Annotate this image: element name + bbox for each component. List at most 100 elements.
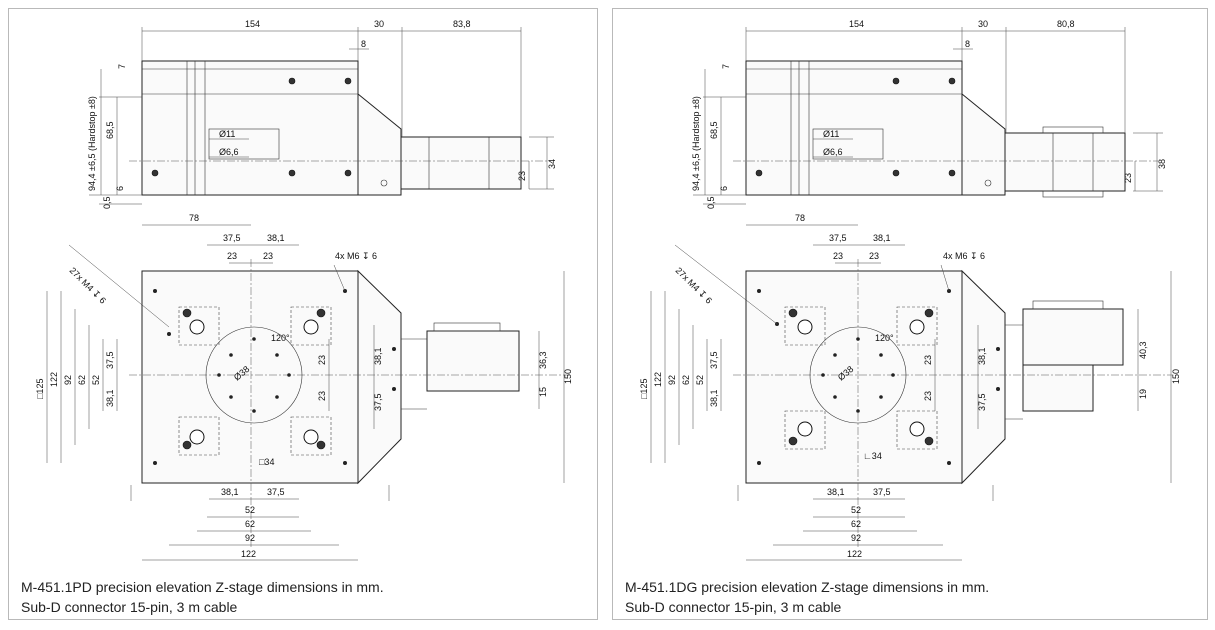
dim-connector-a: 40,3	[1138, 341, 1148, 359]
note-m6-threads: 4x M6 ↧ 6	[943, 251, 985, 261]
dim-motor-length: 80,8	[1057, 19, 1075, 29]
dim-38-1-left: 38,1	[105, 389, 115, 407]
dim-122-bottom: 122	[847, 549, 862, 559]
dim-38-1-top: 38,1	[873, 233, 891, 243]
dim-23-right-a: 23	[317, 355, 327, 365]
caption-line-2: Sub-D connector 15-pin, 3 m cable	[625, 599, 842, 615]
dim-52-bottom: 52	[851, 505, 861, 515]
caption-m451-1pd: M-451.1PD precision elevation Z-stage di…	[21, 577, 384, 617]
dim-37-5-top: 37,5	[829, 233, 847, 243]
dim-52-bottom: 52	[245, 505, 255, 515]
dim-square-125: □125	[639, 379, 649, 399]
dim-7: 7	[117, 64, 127, 69]
dim-62: 62	[77, 375, 87, 385]
dim-62-bottom: 62	[851, 519, 861, 529]
stage-body-side	[141, 60, 359, 196]
dim-23-side: 23	[1123, 173, 1133, 183]
dim-150: 150	[563, 369, 573, 384]
dim-travel: 94,4 ±6,5 (Hardstop ±8)	[87, 96, 97, 191]
dim-23-top-a: 23	[227, 251, 237, 261]
dim-38-1-bottom: 38,1	[827, 487, 845, 497]
gear-flange-top	[961, 269, 1006, 485]
dim-23-right-a: 23	[923, 355, 933, 365]
note-m4-threads: 27x M4 ↧ 6	[68, 265, 108, 305]
dim-motor-height: 34	[547, 159, 557, 169]
dim-connector-a: 36,3	[538, 351, 548, 369]
dim-122: 122	[653, 372, 663, 387]
dim-38-1-bottom: 38,1	[221, 487, 239, 497]
dim-122-bottom: 122	[241, 549, 256, 559]
motor-top	[426, 330, 520, 392]
dim-23-top-b: 23	[263, 251, 273, 261]
dim-92: 92	[667, 375, 677, 385]
dim-dia-6-6: Ø6,6	[823, 147, 843, 157]
dim-7: 7	[721, 64, 731, 69]
dim-37-5-bottom: 37,5	[873, 487, 891, 497]
panel-m451-1dg: 154 30 80,8 8 7 94,4 ±6,5 (Hardstop ±8) …	[612, 8, 1208, 620]
dim-travel: 94,4 ±6,5 (Hardstop ±8)	[691, 96, 701, 191]
dim-23-right-b: 23	[317, 391, 327, 401]
caption-m451-1dg: M-451.1DG precision elevation Z-stage di…	[625, 577, 989, 617]
dim-38-1-top: 38,1	[267, 233, 285, 243]
side-view: 154 30 80,8 8 7 94,4 ±6,5 (Hardstop ±8) …	[691, 19, 1167, 209]
dim-37-5-right: 37,5	[977, 393, 987, 411]
dim-122: 122	[49, 372, 59, 387]
dim-6: 6	[115, 186, 125, 191]
dim-92-bottom: 92	[245, 533, 255, 543]
caption-line-2: Sub-D connector 15-pin, 3 m cable	[21, 599, 238, 615]
dim-37-5-top: 37,5	[223, 233, 241, 243]
dim-square-34: ∟34	[863, 451, 882, 461]
dim-154-side: 154	[849, 19, 864, 29]
top-view: 78 37,5 38,1 23 23 4x M6 ↧ 6 27x M4 ↧ 6 …	[35, 213, 573, 561]
motor-side	[400, 136, 522, 190]
dim-23-top-b: 23	[869, 251, 879, 261]
note-m4-threads: 27x M4 ↧ 6	[674, 265, 714, 305]
gearhead-top	[1022, 308, 1124, 366]
dim-68-5: 68,5	[105, 121, 115, 139]
motor-housing	[357, 92, 402, 196]
dim-8: 8	[965, 39, 970, 49]
angle-120: 120°	[875, 333, 894, 343]
motor-side	[1004, 132, 1126, 192]
dim-92: 92	[63, 375, 73, 385]
dim-37-5-left: 37,5	[105, 351, 115, 369]
dim-62-bottom: 62	[245, 519, 255, 529]
caption-line-1: M-451.1DG precision elevation Z-stage di…	[625, 579, 990, 595]
dim-150: 150	[1171, 369, 1181, 384]
panel-m451-1pd: 154 30 83,8 8 7 94,4 ±6,5 (Hardstop ±8) …	[8, 8, 598, 620]
dim-52: 52	[91, 375, 101, 385]
note-m6-threads: 4x M6 ↧ 6	[335, 251, 377, 261]
dim-23-right-b: 23	[923, 391, 933, 401]
dim-motor-length: 83,8	[453, 19, 471, 29]
stage-body-side	[745, 60, 963, 196]
stage-body-top	[745, 270, 963, 484]
dim-38-1-right: 38,1	[977, 347, 987, 365]
dim-78: 78	[795, 213, 805, 223]
drawing-m451-1pd: 154 30 83,8 8 7 94,4 ±6,5 (Hardstop ±8) …	[35, 19, 573, 561]
dim-connector-b: 19	[1138, 389, 1148, 399]
dim-dia-11: Ø11	[823, 129, 839, 139]
dim-37-5-left: 37,5	[709, 351, 719, 369]
motor-flange-top	[357, 269, 402, 485]
dim-0-5: 0,5	[102, 196, 112, 209]
dim-23-top-a: 23	[833, 251, 843, 261]
stage-body-top	[141, 270, 359, 484]
dim-62: 62	[681, 375, 691, 385]
dim-37-5-bottom: 37,5	[267, 487, 285, 497]
dim-38-1-right: 38,1	[373, 347, 383, 365]
dim-30: 30	[374, 19, 384, 29]
dim-38-1-left: 38,1	[709, 389, 719, 407]
angle-120: 120°	[271, 333, 290, 343]
dim-68-5: 68,5	[709, 121, 719, 139]
dim-square-34: □34	[259, 457, 274, 467]
dim-6: 6	[719, 186, 729, 191]
side-view: 154 30 83,8 8 7 94,4 ±6,5 (Hardstop ±8) …	[87, 19, 557, 209]
dim-connector-b: 15	[538, 387, 548, 397]
gear-housing	[961, 92, 1006, 196]
dim-0-5: 0,5	[706, 196, 716, 209]
dim-30: 30	[978, 19, 988, 29]
drawing-m451-1dg: 154 30 80,8 8 7 94,4 ±6,5 (Hardstop ±8) …	[639, 19, 1181, 561]
dim-dia-11: Ø11	[219, 129, 235, 139]
dim-37-5-right: 37,5	[373, 393, 383, 411]
